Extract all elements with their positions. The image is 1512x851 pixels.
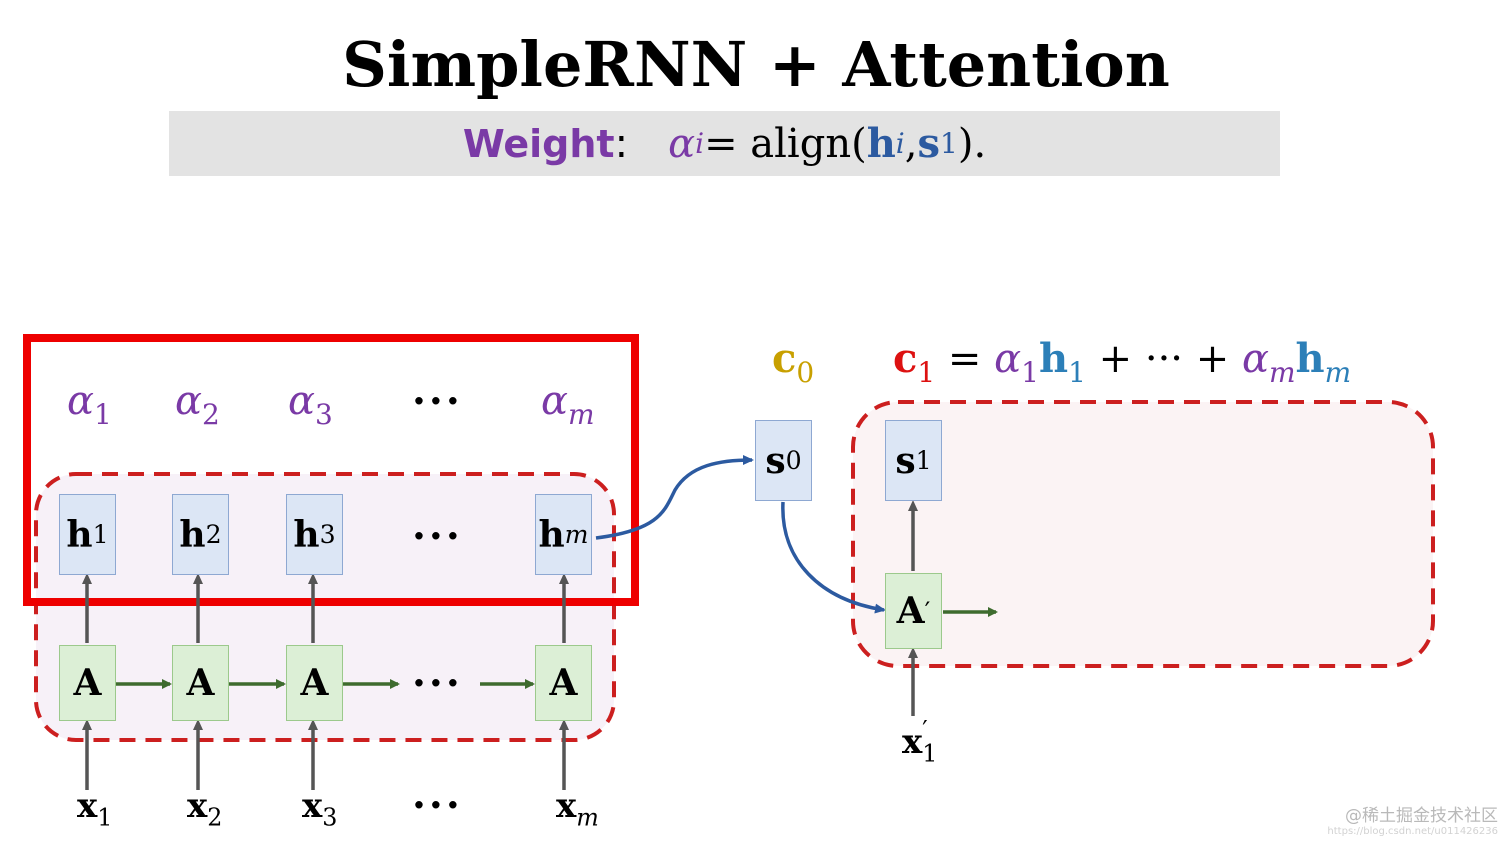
alpha-symbol: α [668,120,696,167]
c1-h1-sub: 1 [1068,355,1086,389]
formula-s-subscript: 1 [940,127,958,160]
weight-colon: : [614,120,629,167]
c1-alpham: α [1241,336,1269,382]
rnn-cell-a3: A [286,645,343,721]
c1-subscript: 1 [917,355,936,389]
hidden-ellipsis: ··· [412,513,463,560]
formula-h: h [866,120,896,167]
alpha-3: α3 [288,378,333,431]
c1-equals: = [947,336,995,382]
alpha-1: α1 [67,378,112,431]
formula-h-subscript: i [895,127,905,160]
align-function: = align( [704,120,867,167]
input-x3: x3 [302,786,338,832]
c1-hm-sub: m [1324,355,1352,389]
input-ellipsis: ··· [412,782,463,829]
watermark-url: https://blog.csdn.net/u011426236 [1327,826,1498,838]
decoder-dashed-region [851,400,1435,668]
arrow-s0-aprime [781,501,886,614]
alpha-2: α2 [175,378,220,431]
watermark: @稀土掘金技术社区 https://blog.csdn.net/u0114262… [1327,806,1498,838]
context-c0: c0 [772,335,815,389]
rnn-cell-am: A [535,645,592,721]
decoder-input-x1prime: x′1 [902,716,938,768]
arrow-hm-s0 [595,455,754,540]
attention-highlight-box [23,334,639,606]
page-title: SimpleRNN + Attention [342,28,1170,101]
c1-hm: h [1295,335,1325,382]
decoder-cell-aprime: A′ [885,573,942,649]
c1-symbol: c [893,335,918,382]
c1-alpha1: α [994,336,1022,382]
formula-comma: , [904,120,918,167]
weight-label: Weight [462,121,615,166]
alpha-subscript: i [695,127,705,160]
alpha-ellipsis: ··· [412,378,463,425]
input-x1: x1 [77,786,113,832]
c1-h1: h [1038,335,1069,382]
cell-ellipsis: ··· [412,660,463,707]
c1-alpham-sub: m [1268,355,1296,389]
c1-equation: c1 = α1h1 + ··· + αmhm [893,335,1351,389]
input-x2: x2 [187,786,223,832]
rnn-cell-a1: A [59,645,116,721]
alpha-m: αm [541,378,595,431]
input-xm: xm [556,786,599,832]
formula-s: s [917,120,941,167]
c1-middle: + ··· + [1098,336,1242,382]
c1-alpha1-sub: 1 [1021,355,1039,389]
watermark-main: @稀土掘金技术社区 [1345,806,1498,826]
rnn-cell-a2: A [172,645,229,721]
formula-close: ). [957,120,987,167]
